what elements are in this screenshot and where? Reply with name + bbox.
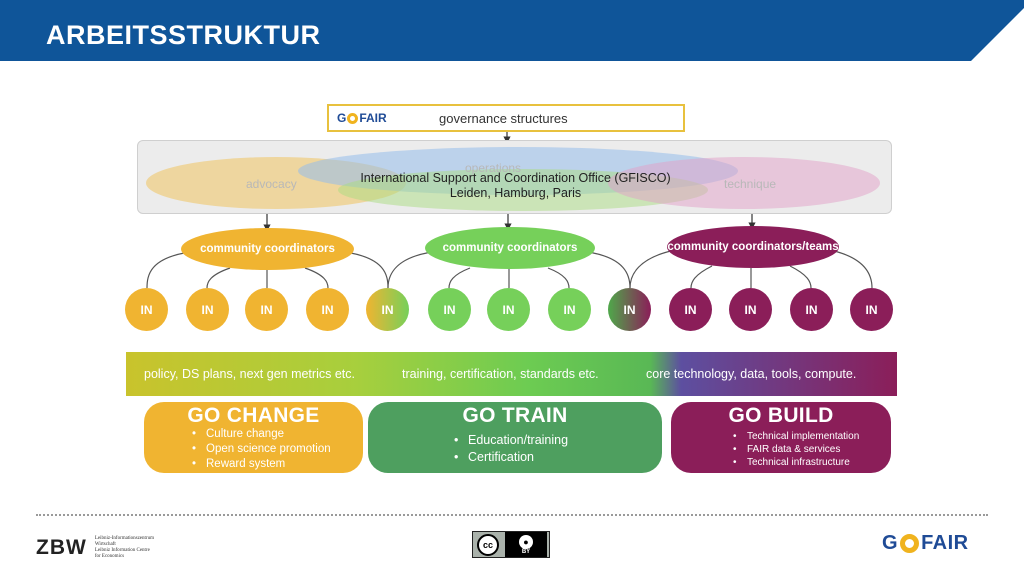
zbw-line: Leibniz-Informationszentrum — [94, 536, 154, 541]
go-build-list: Technical implementation FAIR data & ser… — [733, 430, 859, 469]
in-node: IN — [487, 288, 530, 331]
in-node: IN — [729, 288, 772, 331]
cc-by-license-badge[interactable]: cc ● BY — [472, 531, 550, 558]
in-node: IN — [548, 288, 591, 331]
by-badge: ● BY — [505, 532, 547, 557]
go-build-box: GO BUILD Technical implementation FAIR d… — [671, 402, 891, 473]
person-icon: ● — [519, 534, 533, 549]
list-item: Education/training — [454, 432, 568, 449]
logo-go-text: G — [882, 532, 899, 554]
cc-icon: cc — [477, 533, 499, 556]
in-node: IN — [669, 288, 712, 331]
list-item: Culture change — [192, 427, 331, 442]
band-policy-text: policy, DS plans, next gen metrics etc. — [144, 367, 355, 381]
zbw-mark: ZBW — [36, 536, 87, 559]
go-change-title: GO CHANGE — [187, 404, 320, 427]
header-bar: ARBEITSSTRUKTUR — [0, 0, 1024, 61]
list-item: FAIR data & services — [733, 443, 859, 456]
gfisco-title: International Support and Coordination O… — [360, 171, 671, 185]
in-node: IN — [306, 288, 349, 331]
coordinators-build: community coordinators/teams — [667, 226, 839, 268]
band-training-text: training, certification, standards etc. — [402, 367, 599, 381]
by-label: BY — [521, 548, 531, 555]
gofair-logo: G FAIR — [337, 111, 427, 125]
in-node: IN — [608, 288, 651, 331]
in-node: IN — [366, 288, 409, 331]
technique-label: technique — [724, 177, 777, 191]
in-node: IN — [850, 288, 893, 331]
globe-icon — [900, 534, 920, 553]
zbw-line: for Economics — [94, 554, 125, 559]
in-node: IN — [125, 288, 168, 331]
governance-box: G FAIR governance structures — [327, 104, 685, 132]
list-item: Reward system — [192, 457, 331, 472]
zbw-logo: ZBW Leibniz-Informationszentrum Wirtscha… — [36, 536, 154, 560]
gfisco-locations: Leiden, Hamburg, Paris — [449, 186, 582, 200]
coordinators-train: community coordinators — [425, 227, 595, 269]
operations-label: operations — [465, 161, 522, 175]
gfisco-panel: advocacy operations technique Internatio… — [137, 140, 892, 214]
go-train-list: Education/training Certification — [454, 432, 568, 466]
page-title: ARBEITSSTRUKTUR — [46, 20, 321, 50]
zbw-line: Wirtschaft — [94, 542, 116, 547]
list-item: Technical implementation — [733, 430, 859, 443]
gofair-footer-logo: G FAIR — [882, 532, 969, 555]
go-change-box: GO CHANGE Culture change Open science pr… — [144, 402, 363, 473]
header-background — [0, 0, 1024, 61]
in-node: IN — [186, 288, 229, 331]
governance-label: governance structures — [439, 110, 568, 126]
technique-ellipse — [608, 157, 880, 209]
logo-go-text: G — [337, 111, 347, 125]
zbw-text: Leibniz-Informationszentrum Wirtschaft L… — [95, 536, 154, 560]
footer-divider — [36, 514, 988, 516]
list-item: Open science promotion — [192, 442, 331, 457]
globe-icon — [347, 112, 359, 124]
in-node: IN — [245, 288, 288, 331]
zbw-line: Leibniz Information Centre — [94, 548, 150, 553]
go-change-list: Culture change Open science promotion Re… — [192, 427, 331, 472]
advocacy-label: advocacy — [246, 177, 297, 191]
in-node: IN — [790, 288, 833, 331]
band-technology-text: core technology, data, tools, compute. — [646, 367, 857, 381]
logo-fair-text: FAIR — [359, 111, 387, 125]
go-train-title: GO TRAIN — [462, 404, 568, 427]
list-item: Technical infrastructure — [733, 456, 859, 469]
in-node: IN — [428, 288, 471, 331]
coordinators-change: community coordinators — [181, 228, 354, 270]
go-train-box: GO TRAIN Education/training Certificatio… — [368, 402, 662, 473]
list-item: Certification — [454, 449, 568, 466]
activity-band: policy, DS plans, next gen metrics etc. … — [126, 352, 897, 396]
go-build-title: GO BUILD — [728, 404, 834, 427]
logo-fair-text: FAIR — [921, 532, 969, 554]
